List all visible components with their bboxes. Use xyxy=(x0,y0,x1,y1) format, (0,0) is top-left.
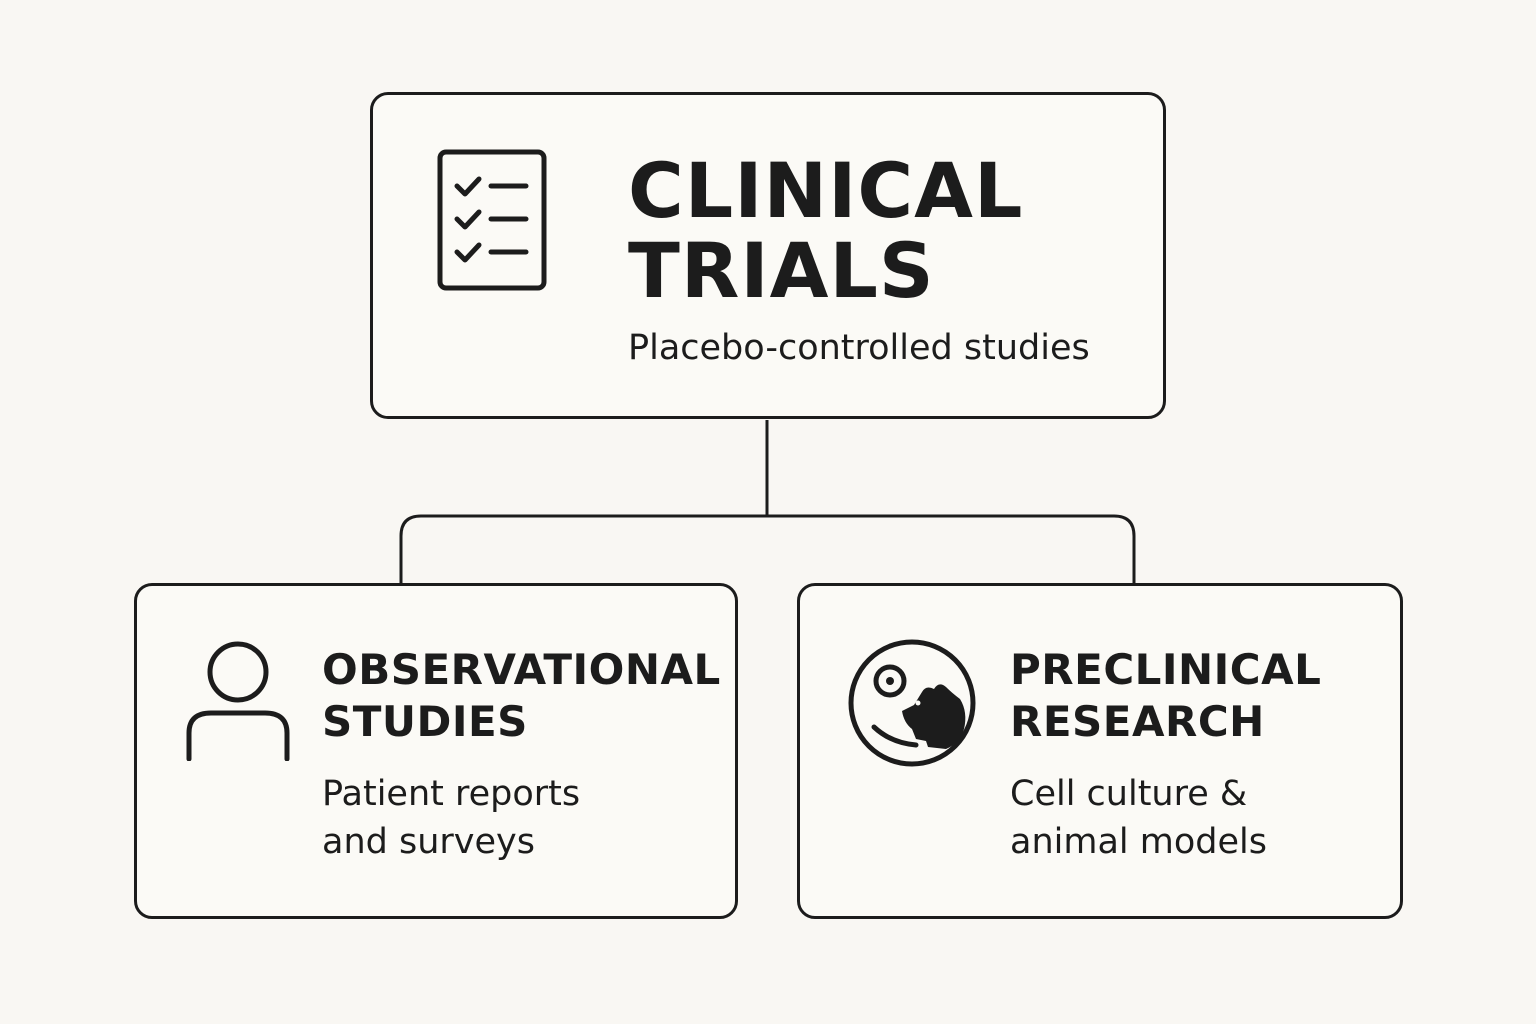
clinical-trials-title: CLINICAL TRIALS xyxy=(628,151,1023,311)
preclinical-research-title: PRECLINICAL RESEARCH xyxy=(1010,644,1321,748)
description-line: Cell culture & xyxy=(1010,774,1248,814)
description-line: and surveys xyxy=(322,822,535,862)
clinical-trials-subtitle: Placebo-controlled studies xyxy=(628,328,1090,368)
observational-studies-description: Patient reports and surveys xyxy=(322,770,580,866)
title-line: RESEARCH xyxy=(1010,697,1265,746)
title-line: PRECLINICAL xyxy=(1010,645,1322,694)
title-line: TRIALS xyxy=(628,226,935,315)
connector-branch xyxy=(399,514,1136,583)
observational-studies-card: OBSERVATIONAL STUDIES Patient reports an… xyxy=(134,583,738,919)
lab-mouse-icon xyxy=(848,639,976,767)
title-line: STUDIES xyxy=(322,697,528,746)
preclinical-research-description: Cell culture & animal models xyxy=(1010,770,1267,866)
description-line: Patient reports xyxy=(322,774,581,814)
preclinical-research-card: PRECLINICAL RESEARCH Cell culture & anim… xyxy=(797,583,1403,919)
observational-studies-title: OBSERVATIONAL STUDIES xyxy=(322,644,721,748)
person-icon xyxy=(186,641,290,761)
title-line: OBSERVATIONAL xyxy=(322,645,721,694)
description-line: animal models xyxy=(1010,822,1267,862)
title-line: CLINICAL xyxy=(628,146,1024,235)
clinical-trials-card: CLINICAL TRIALS Placebo-controlled studi… xyxy=(370,92,1166,419)
checklist-icon xyxy=(437,149,547,291)
